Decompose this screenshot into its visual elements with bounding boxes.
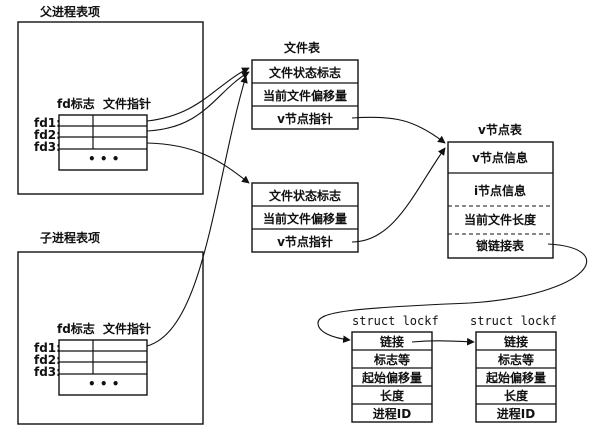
- child-col-ptr-label: 文件指针: [103, 321, 151, 336]
- parent-fd-table: [58, 114, 148, 171]
- file-table-entry-2: [251, 182, 359, 253]
- child-row-fd1: fd1:: [34, 341, 61, 355]
- parent-col-fd-label: fd标志: [57, 96, 95, 111]
- arrow-vnode-from-entry2: [351, 147, 446, 243]
- lockf1-title: struct lockf: [352, 314, 439, 328]
- lockf1-box: [351, 331, 433, 423]
- arrow-child-fd1: [146, 75, 248, 347]
- file-table-entry-1: [251, 59, 359, 130]
- file-entry2-status-flags: 文件状态标志: [269, 188, 341, 203]
- parent-col-ptr-label: 文件指针: [103, 96, 151, 111]
- lockf2-link: 链接: [504, 334, 528, 349]
- vnode-info: v节点信息: [472, 150, 528, 165]
- lockf2-pid: 进程ID: [497, 406, 535, 421]
- lockf2-title: struct lockf: [470, 314, 557, 328]
- current-file-length: 当前文件长度: [464, 212, 537, 227]
- child-ellipsis: • • •: [88, 377, 119, 391]
- inode-info: i节点信息: [474, 183, 526, 198]
- lockf2-start-offset: 起始偏移量: [485, 370, 546, 385]
- lockf2-length: 长度: [504, 388, 529, 403]
- arrow-parent-fd2: [146, 71, 250, 132]
- lockf1-link: 链接: [380, 334, 404, 349]
- file-entry1-status-flags: 文件状态标志: [269, 65, 341, 80]
- file-table-title: 文件表: [284, 40, 321, 55]
- lockf1-length: 长度: [380, 388, 405, 403]
- lockf1-flags: 标志等: [373, 352, 410, 367]
- lockf2-box: [475, 331, 557, 423]
- parent-row-fd3: fd3:: [34, 140, 61, 154]
- arrow-vnode-from-entry1: [351, 116, 446, 144]
- lockf1-pid: 进程ID: [373, 406, 411, 421]
- lockf1-start-offset: 起始偏移量: [361, 370, 422, 385]
- child-fd-table: [58, 339, 148, 396]
- lock-linked-list: 锁链接表: [476, 238, 525, 253]
- vnode-table: [447, 141, 554, 259]
- arrow-parent-fd3: [146, 142, 250, 184]
- file-entry1-offset: 当前文件偏移量: [263, 88, 347, 103]
- lockf2-flags: 标志等: [497, 352, 534, 367]
- arrow-lock-list-to-lockf1: [317, 243, 588, 344]
- arrow-lockf1-to-lockf2: [411, 337, 475, 346]
- child-row-fd3: fd3:: [34, 365, 61, 379]
- parent-row-fd1: fd1:: [34, 116, 61, 130]
- child-process-box: [17, 251, 204, 425]
- vnode-table-title: v节点表: [478, 122, 523, 137]
- file-entry2-offset: 当前文件偏移量: [263, 211, 347, 226]
- parent-ellipsis: • • •: [88, 152, 119, 166]
- child-row-fd2: fd2:: [34, 353, 61, 367]
- child-col-fd-label: fd标志: [57, 321, 95, 336]
- arrow-parent-fd1: [146, 67, 250, 122]
- file-entry2-vnode-ptr: v节点指针: [277, 234, 333, 249]
- file-entry1-vnode-ptr: v节点指针: [277, 111, 333, 126]
- child-title: 子进程表项: [40, 230, 100, 245]
- parent-title: 父进程表项: [39, 4, 100, 19]
- parent-row-fd2: fd2:: [34, 128, 61, 142]
